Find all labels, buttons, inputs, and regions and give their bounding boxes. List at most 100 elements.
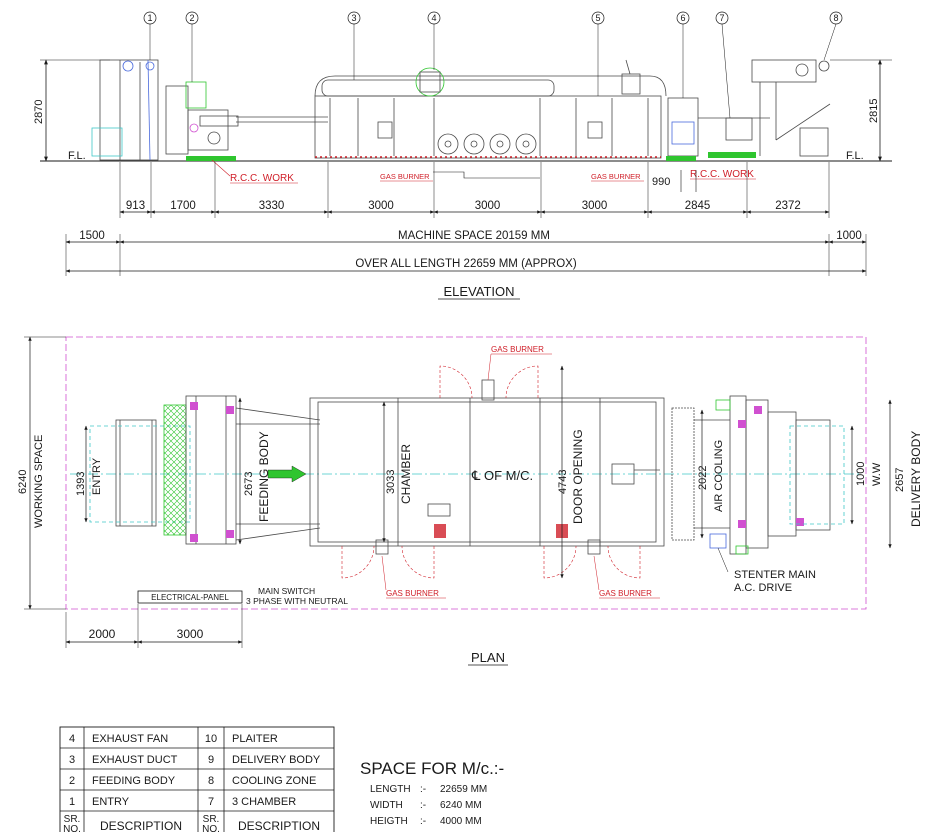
elev-dim-text-0: 913: [126, 200, 145, 212]
elev-dim-text-6: 2845: [685, 200, 711, 212]
plan-red-labels: GAS BURNER GAS BURNER GAS BURNER: [381, 345, 660, 599]
floor-label-left: F.L.: [68, 150, 86, 162]
callout-1-text: 1: [147, 13, 152, 23]
legend-header-sr-b1: SR.: [203, 814, 220, 825]
space-item-value: 22659 MM: [440, 784, 487, 795]
air-dim: 2022: [697, 466, 709, 490]
delivery-dim: 2657: [894, 468, 906, 492]
chamber-unit: [314, 59, 667, 159]
elevation-red-labels: R.C.C. WORK GAS BURNER GAS BURNER R.C.C.…: [211, 159, 756, 184]
plan-feeding: [163, 395, 321, 545]
space-item-label: LENGTH: [370, 784, 411, 795]
feeding-unit: [165, 81, 328, 161]
legend-header-sr-a2: NO.: [63, 824, 81, 832]
burner-bracket: [433, 171, 540, 179]
legend-desc-b: COOLING ZONE: [232, 775, 316, 787]
callout-8-text: 8: [833, 13, 838, 23]
space-item-value: 4000 MM: [440, 816, 482, 827]
elev-dim-text-4: 3000: [475, 200, 501, 212]
gas-burner-plan-right: GAS BURNER: [599, 589, 652, 598]
legend-no-a: 4: [69, 733, 75, 745]
legend-desc-a: EXHAUST FAN: [92, 733, 168, 745]
legend-no-b: 9: [208, 754, 214, 766]
gas-burner-elev-left: GAS BURNER: [380, 172, 430, 181]
plan-dim-3000: 3000: [177, 627, 204, 641]
legend-no-a: 1: [69, 796, 75, 808]
legend-no-b: 7: [208, 796, 214, 808]
elev-dim-text-5: 3000: [582, 200, 608, 212]
height-left-text: 2870: [33, 100, 45, 124]
electrical-panel-label: ELECTRICAL-PANEL: [151, 593, 229, 602]
legend-no-a: 2: [69, 775, 75, 787]
space-title: SPACE FOR M/c.:-: [360, 759, 504, 778]
delivery-label: DELIVERY BODY: [909, 431, 923, 527]
height-dim-left: 2870: [33, 59, 110, 162]
legend-header-sr-a1: SR.: [64, 814, 81, 825]
rcc-work-right: R.C.C. WORK: [690, 169, 754, 180]
left-clear-text: 1500: [79, 230, 105, 242]
plan-bottom-dims: 2000 3000: [65, 604, 243, 648]
legend-header-desc-b: DESCRIPTION: [238, 819, 320, 832]
entry-unit: [91, 59, 159, 161]
space-item-sep: :-: [420, 800, 426, 811]
legend-desc-a: ENTRY: [92, 796, 130, 808]
floor-label-right: F.L.: [846, 150, 864, 162]
working-space-label: WORKING SPACE: [33, 435, 45, 528]
gas-burner-plan-left: GAS BURNER: [386, 589, 439, 598]
elev-dim-text-1: 1700: [170, 200, 196, 212]
entry-label: ENTRY: [91, 457, 103, 495]
plan-dim-2000: 2000: [89, 627, 116, 641]
elev-dim-text-3: 3000: [368, 200, 394, 212]
legend-desc-b: 3 CHAMBER: [232, 796, 296, 808]
centerline-label: ℄ OF M/C.: [471, 468, 533, 483]
stenter-line1: STENTER MAIN: [734, 569, 816, 581]
air-label: AIR COOLING: [713, 440, 725, 512]
main-switch-line1: MAIN SWITCH: [258, 586, 315, 596]
plan-vertical-dims: 6240 WORKING SPACE 1393 ENTRY 2673 FEEDI…: [17, 336, 923, 610]
ww-label: W.W: [871, 462, 883, 486]
right-clear-text: 1000: [836, 230, 862, 242]
space-item-label: WIDTH: [370, 800, 403, 811]
plan-cooling-delivery: [671, 395, 845, 555]
gas-burner-elev-right: GAS BURNER: [591, 172, 641, 181]
machine-space-text: MACHINE SPACE 20159 MM: [398, 230, 550, 242]
elev-dim-text-2: 3330: [259, 200, 285, 212]
elevation-title: ELEVATION: [443, 284, 514, 299]
main-switch-line2: 3 PHASE WITH NEUTRAL: [246, 596, 348, 606]
space-item-value: 6240 MM: [440, 800, 482, 811]
legend-no-b: 10: [205, 733, 217, 745]
legend-desc-a: EXHAUST DUCT: [92, 754, 178, 766]
plan-title: PLAN: [471, 650, 505, 665]
callout-4-text: 4: [431, 13, 436, 23]
height-right-text: 2815: [868, 99, 880, 123]
callout-6-text: 6: [680, 13, 685, 23]
door-label: DOOR OPENING: [571, 429, 585, 524]
legend-desc-b: PLAITER: [232, 733, 278, 745]
rcc-work-left: R.C.C. WORK: [230, 173, 294, 184]
space-item-sep: :-: [420, 816, 426, 827]
elevation-dimension-chain: 913 1700 3330 3000 3000 3000 2845 2372 1500 MACHI…: [65, 162, 867, 276]
callout-group: 1 2 3 4 5 6 7 8: [143, 11, 843, 119]
callout-2-text: 2: [189, 13, 194, 23]
working-space-dim: 6240: [17, 470, 29, 494]
stenter-line2: A.C. DRIVE: [734, 582, 792, 594]
gas-burner-plan-top: GAS BURNER: [491, 345, 544, 354]
legend-no-a: 3: [69, 754, 75, 766]
dim-990-text: 990: [652, 176, 670, 188]
legend-header-desc-a: DESCRIPTION: [100, 819, 182, 832]
space-item-label: HEIGTH: [370, 816, 408, 827]
working-boundary: [65, 336, 867, 610]
door-dim: 4743: [557, 470, 569, 494]
space-summary: SPACE FOR M/c.:- LENGTH :- 22659 MM WIDTH :-…: [360, 759, 504, 827]
legend-desc-a: FEEDING BODY: [92, 775, 176, 787]
height-dim-right: 2815: [830, 59, 892, 162]
legend-no-b: 8: [208, 775, 214, 787]
elev-dim-text-7: 2372: [775, 200, 801, 212]
callout-5-text: 5: [595, 13, 600, 23]
electrical-panel: [137, 590, 243, 604]
callout-7-text: 7: [719, 13, 724, 23]
elevation-view: F.L. F.L. 2870 2815: [33, 11, 892, 300]
